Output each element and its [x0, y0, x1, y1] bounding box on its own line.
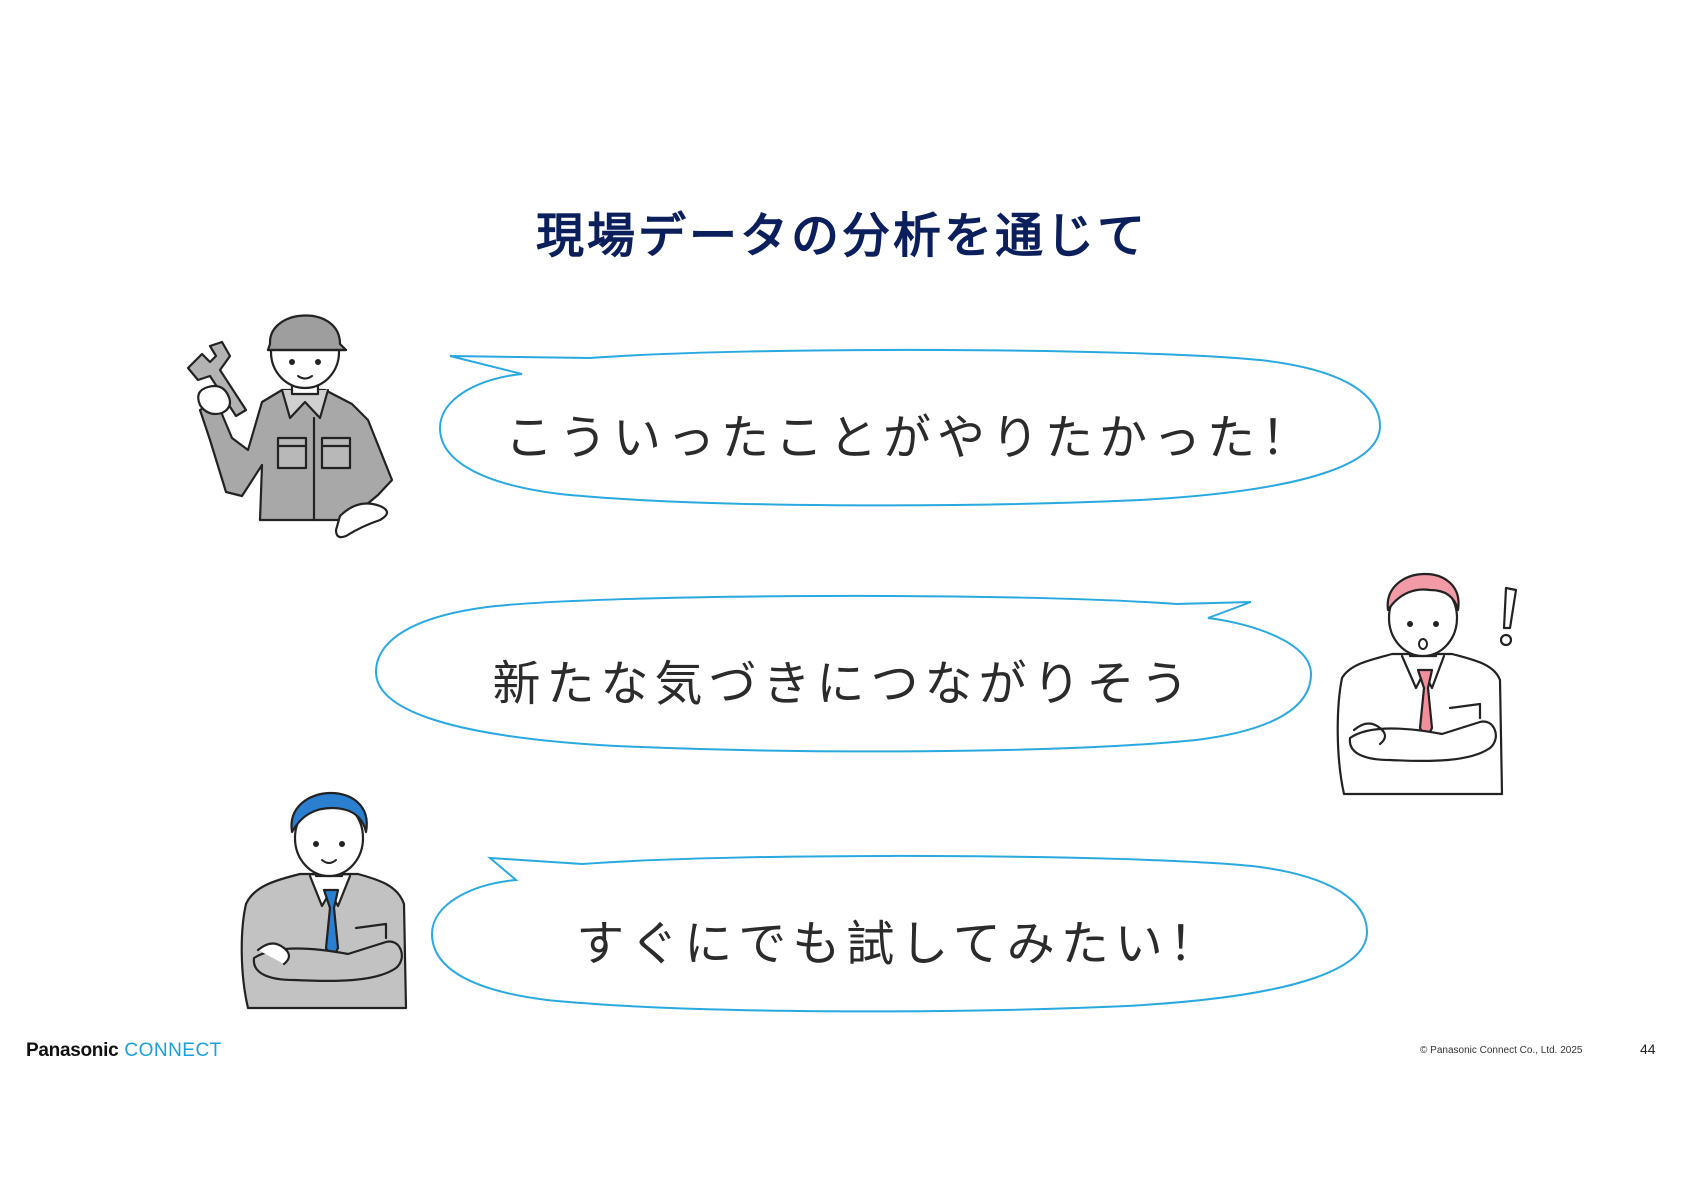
man-blue-hair-illustration: [236, 768, 436, 1018]
speech-bubble-3-outline: [430, 854, 1369, 1013]
speech-bubble-1: こういったことがやりたかった！: [438, 348, 1382, 508]
speech-bubble-1-text: こういったことがやりたかった！: [504, 410, 1315, 466]
speech-bubble-2-outline: [374, 594, 1313, 753]
surprised-man-pink-hair-illustration: [1330, 548, 1540, 808]
page-number: 44: [1640, 1041, 1656, 1057]
brand-product: CONNECT: [124, 1040, 222, 1061]
speech-bubble-2-text: 新たな気づきにつながりそう: [492, 656, 1195, 712]
brand-name: Panasonic: [26, 1040, 119, 1061]
speech-bubble-2: 新たな気づきにつながりそう: [374, 594, 1313, 754]
exclamation-mark-icon: [1494, 584, 1524, 654]
speech-bubble-3-text: すぐにでも試してみたい！: [576, 916, 1223, 972]
copyright-notice: © Panasonic Connect Co., Ltd. 2025: [1420, 1045, 1583, 1056]
speech-bubble-1-outline: [438, 348, 1382, 507]
speech-bubble-3: すぐにでも試してみたい！: [430, 854, 1369, 1014]
page-title: 現場データの分析を通じて: [535, 208, 1148, 264]
mechanic-with-wrench-illustration: [170, 290, 430, 550]
